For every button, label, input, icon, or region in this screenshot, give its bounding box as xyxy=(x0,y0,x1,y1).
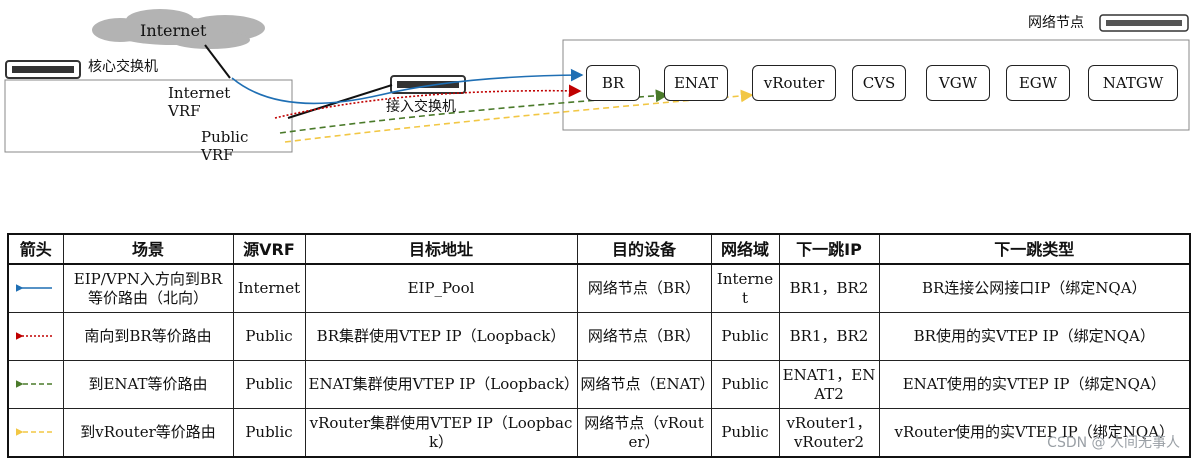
vrouter-arrow-yellow xyxy=(284,89,754,143)
access-switch-label: 接入交换机 xyxy=(386,99,456,115)
row-src-vrf: Public xyxy=(232,312,306,361)
row-next-hop-type: ENAT使用的实VTEP IP（绑定NQA） xyxy=(878,360,1191,409)
row-scene: 到vRouter等价路由 xyxy=(62,408,234,458)
header-src-vrf: 源VRF xyxy=(232,233,306,265)
header-dest: 目标地址 xyxy=(304,233,578,265)
row-next-hop: BR1，BR2 xyxy=(778,263,880,313)
core-switch-icon xyxy=(5,60,81,79)
header-next-hop-type: 下一跳类型 xyxy=(878,233,1191,265)
legend-header-row: 箭头 场景 源VRF 目标地址 目的设备 网络域 下一跳IP 下一跳类型 xyxy=(7,233,1191,265)
row-src-vrf: Internet xyxy=(232,263,306,313)
table-row: EIP/VPN入方向到BR等价路由（北向） Internet EIP_Pool … xyxy=(7,263,1191,313)
server-icon xyxy=(1099,14,1189,32)
row-device: 网络节点（BR） xyxy=(576,312,712,361)
table-row: 南向到BR等价路由 Public BR集群使用VTEP IP（Loopback）… xyxy=(7,312,1191,361)
table-row: 到vRouter等价路由 Public vRouter集群使用VTEP IP（L… xyxy=(7,408,1191,458)
row-dest: EIP_Pool xyxy=(304,263,578,313)
row-domain: Internet xyxy=(710,263,780,313)
row-next-hop-type: BR连接公网接口IP（绑定NQA） xyxy=(878,263,1191,313)
cloud-link-line xyxy=(204,44,231,79)
node-vgw: VGW xyxy=(926,65,990,101)
public-vrf-label: Public VRF xyxy=(201,128,249,164)
table-row: 到ENAT等价路由 Public ENAT集群使用VTEP IP（Loopbac… xyxy=(7,360,1191,409)
row-scene: EIP/VPN入方向到BR等价路由（北向） xyxy=(62,263,234,313)
row-dest: BR集群使用VTEP IP（Loopback） xyxy=(304,312,578,361)
row-device: 网络节点（ENAT） xyxy=(576,360,715,409)
legend-table: 箭头 场景 源VRF 目标地址 目的设备 网络域 下一跳IP 下一跳类型 EIP… xyxy=(7,233,1191,458)
row-next-hop: vRouter1，vRouter2 xyxy=(778,408,880,458)
node-br: BR xyxy=(586,65,640,101)
internet-cloud-label: Internet xyxy=(140,21,207,40)
north-arrow-blue xyxy=(231,68,584,105)
south-arrow-red xyxy=(274,84,582,119)
watermark: CSDN @ 人间无事人 xyxy=(1047,435,1180,451)
node-egw: EGW xyxy=(1006,65,1070,101)
node-cvs: CVS xyxy=(852,65,906,101)
row-scene: 南向到BR等价路由 xyxy=(62,312,234,361)
internet-cloud-icon xyxy=(92,9,265,49)
red-dotted-left-arrow-icon xyxy=(7,312,64,361)
row-dest: ENAT集群使用VTEP IP（Loopback） xyxy=(304,360,579,409)
node-natgw: NATGW xyxy=(1088,65,1178,101)
internet-vrf-label: Internet VRF xyxy=(168,84,231,120)
core-switch-box xyxy=(4,79,293,153)
header-arrow: 箭头 xyxy=(7,233,64,265)
row-src-vrf: Public xyxy=(232,360,306,409)
header-device: 目的设备 xyxy=(576,233,712,265)
node-enat: ENAT xyxy=(664,65,728,101)
diagram-canvas xyxy=(4,9,1190,153)
yellow-dashed-left-arrow-icon xyxy=(7,408,64,458)
row-dest: vRouter集群使用VTEP IP（Loopback） xyxy=(304,408,578,458)
row-device: 网络节点（BR） xyxy=(576,263,712,313)
row-next-hop: ENAT1，ENAT2 xyxy=(778,360,880,409)
row-src-vrf: Public xyxy=(232,408,306,458)
core-switch-label: 核心交换机 xyxy=(88,59,158,75)
network-node-label: 网络节点 xyxy=(1028,15,1084,31)
network-node-box xyxy=(562,39,1190,131)
row-device: 网络节点（vRouter） xyxy=(576,408,712,458)
row-domain: Public xyxy=(710,360,780,409)
header-scene: 场景 xyxy=(62,233,234,265)
node-vrouter: vRouter xyxy=(752,65,836,101)
header-next-hop: 下一跳IP xyxy=(778,233,880,265)
header-domain: 网络域 xyxy=(710,233,780,265)
row-next-hop-type: vRouter使用的实VTEP IP（绑定NQA） xyxy=(878,408,1191,458)
row-next-hop: BR1，BR2 xyxy=(778,312,880,361)
row-scene: 到ENAT等价路由 xyxy=(62,360,234,409)
network-diagram: Internet 核心交换机 Internet VRF Public VRF 接… xyxy=(0,0,1196,220)
row-next-hop-type: BR使用的实VTEP IP（绑定NQA） xyxy=(878,312,1191,361)
row-domain: Public xyxy=(710,312,780,361)
green-dashed-left-arrow-icon xyxy=(7,360,64,409)
blue-solid-left-arrow-icon xyxy=(7,263,64,313)
row-domain: Public xyxy=(710,408,780,458)
